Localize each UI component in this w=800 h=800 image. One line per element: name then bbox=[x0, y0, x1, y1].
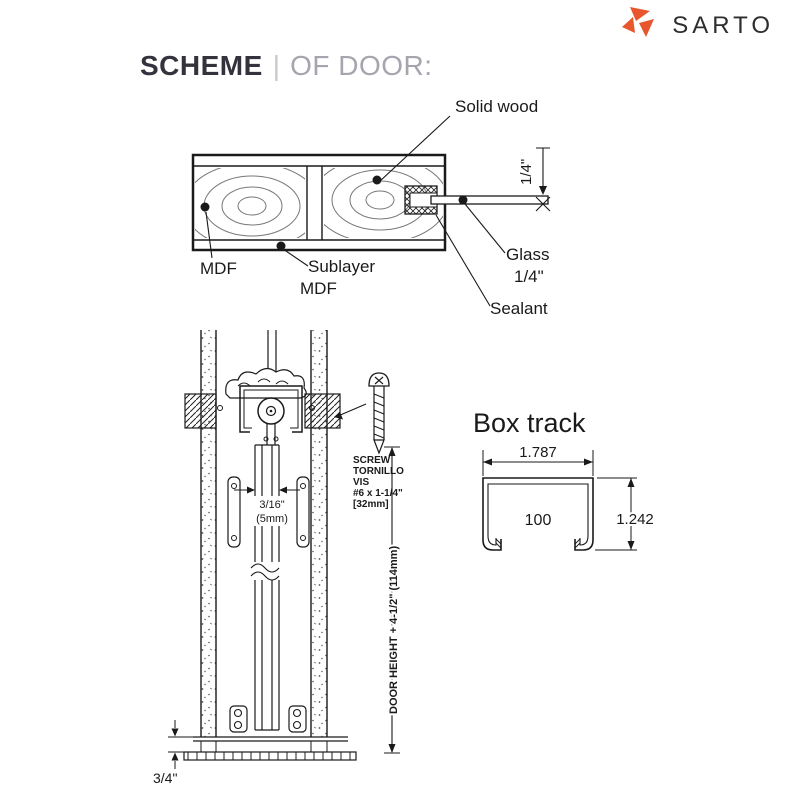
floor-gap-dimension: 3/4" bbox=[153, 720, 193, 786]
track-mechanism-diagram: 3/16" (5mm) SCREW TORNILLO VIS #6 x 1-1/… bbox=[153, 330, 404, 786]
track-profile bbox=[482, 477, 594, 551]
height-value: 1.242 bbox=[616, 511, 654, 528]
screw-label-line1: SCREW bbox=[353, 455, 391, 466]
box-track-diagram: Box track 1.787 100 1.242 bbox=[473, 408, 656, 551]
side-guides bbox=[227, 476, 310, 548]
glass-label: Glass bbox=[506, 245, 549, 264]
brand-logo: SARTO bbox=[616, 6, 774, 46]
label-dots bbox=[200, 175, 468, 251]
brand-name: SARTO bbox=[672, 12, 774, 39]
roller-wheel bbox=[257, 397, 285, 445]
screw-label: SCREW TORNILLO VIS #6 x 1-1/4" [32mm] bbox=[353, 455, 404, 510]
door-panel bbox=[250, 444, 280, 731]
screw-label-line5: [32mm] bbox=[353, 499, 389, 510]
gap-value-label: 3/16" bbox=[259, 499, 284, 511]
height-dimension: 1.242 bbox=[595, 477, 656, 551]
gap-mm-label: (5mm) bbox=[256, 513, 288, 525]
floor-gap-label: 3/4" bbox=[153, 770, 177, 786]
mdf-label: MDF bbox=[200, 259, 237, 278]
screw-drawing bbox=[334, 372, 390, 455]
wall-studs bbox=[200, 330, 328, 737]
glass-thickness-label: 1/4" bbox=[518, 159, 535, 185]
page-title: SCHEME | OF DOOR: bbox=[140, 50, 433, 82]
floor-guides bbox=[229, 705, 307, 733]
leader-lines bbox=[205, 115, 506, 307]
floor-and-base bbox=[183, 736, 357, 761]
sarto-logo-icon bbox=[622, 7, 655, 37]
door-cross-section-diagram: 1/4" Solid wood MDF Sublayer MDF Glass 1… bbox=[191, 97, 551, 318]
box-track-channel bbox=[239, 385, 303, 433]
sublayer-mdf-label: MDF bbox=[300, 279, 337, 298]
width-value: 1.787 bbox=[519, 444, 557, 461]
title-sub: OF DOOR: bbox=[290, 50, 433, 81]
screw-label-line3: VIS bbox=[353, 477, 369, 488]
glass-thickness-dimension bbox=[535, 147, 551, 212]
gap-dimension: 3/16" (5mm) bbox=[234, 486, 300, 526]
solid-wood-label: Solid wood bbox=[455, 97, 538, 116]
screw-label-line2: TORNILLO bbox=[353, 466, 404, 477]
sealant-label: Sealant bbox=[490, 299, 548, 318]
width-dimension: 1.787 bbox=[482, 442, 594, 476]
wood-blocking bbox=[225, 367, 307, 399]
box-track-title: Box track bbox=[473, 408, 586, 438]
track-model-label: 100 bbox=[525, 512, 552, 529]
wood-grain-left bbox=[195, 168, 305, 238]
screw-label-line4: #6 x 1-1/4" bbox=[353, 488, 403, 499]
glass-pane bbox=[430, 195, 549, 205]
header-hatch-blocks bbox=[184, 393, 341, 429]
sublayer-label: Sublayer bbox=[308, 257, 375, 276]
title-main: SCHEME bbox=[140, 50, 263, 81]
glass-size-label: 1/4" bbox=[514, 267, 544, 286]
door-height-label: DOOR HEIGHT + 4-1/2" (114mm) bbox=[388, 546, 400, 714]
door-height-dimension: DOOR HEIGHT + 4-1/2" (114mm) bbox=[384, 446, 402, 754]
title-separator: | bbox=[272, 50, 281, 81]
